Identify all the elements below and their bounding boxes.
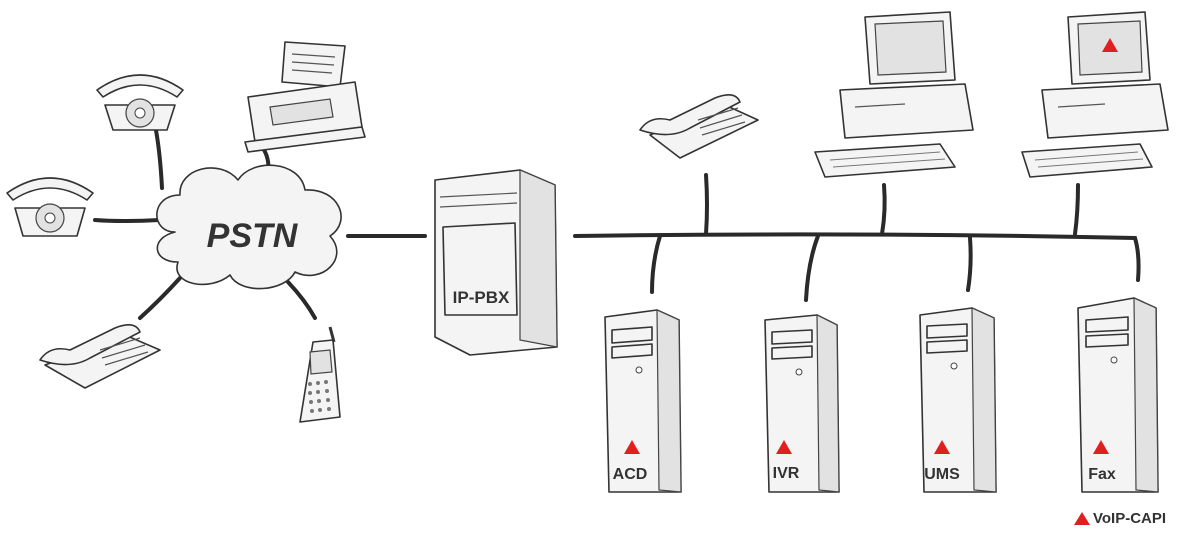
acd-label: ACD — [613, 466, 648, 483]
rotary-phone-left — [7, 178, 93, 236]
legend-label: VoIP-CAPI — [1093, 510, 1166, 527]
ip-desk-phone — [640, 95, 758, 158]
pstn-cloud: PSTN — [157, 165, 341, 288]
drop-ivr — [806, 236, 818, 300]
server-ums: UMS — [920, 308, 996, 492]
link-mobile — [288, 282, 315, 318]
link-phone-left — [95, 220, 160, 221]
workstation-2 — [1022, 12, 1168, 177]
workstation-1 — [815, 12, 973, 177]
ums-label: UMS — [924, 466, 960, 483]
drop-ums — [968, 238, 971, 290]
legend: VoIP-CAPI — [1074, 510, 1166, 527]
drop-ip-phone — [706, 175, 707, 234]
server-acd: ACD — [605, 310, 681, 492]
mobile-phone — [300, 327, 340, 422]
drop-acd — [652, 236, 660, 292]
link-phone-top — [155, 125, 162, 188]
fax-label: Fax — [1088, 466, 1116, 483]
server-ivr: IVR — [765, 315, 839, 492]
link-desk-phone — [140, 278, 180, 318]
fax-machine — [245, 42, 365, 152]
rotary-phone-top — [97, 75, 183, 130]
drop-pc-1 — [882, 185, 885, 234]
desk-phone-left — [40, 325, 160, 388]
ivr-label: IVR — [773, 465, 800, 482]
ip-pbx-server: IP-PBX — [435, 170, 557, 355]
pstn-label: PSTN — [207, 217, 299, 255]
pbx-label: IP-PBX — [453, 288, 510, 307]
lan-bus — [575, 175, 1139, 300]
legend-marker-icon — [1074, 512, 1090, 525]
server-fax: Fax — [1078, 298, 1158, 492]
drop-pc-2 — [1075, 185, 1078, 234]
